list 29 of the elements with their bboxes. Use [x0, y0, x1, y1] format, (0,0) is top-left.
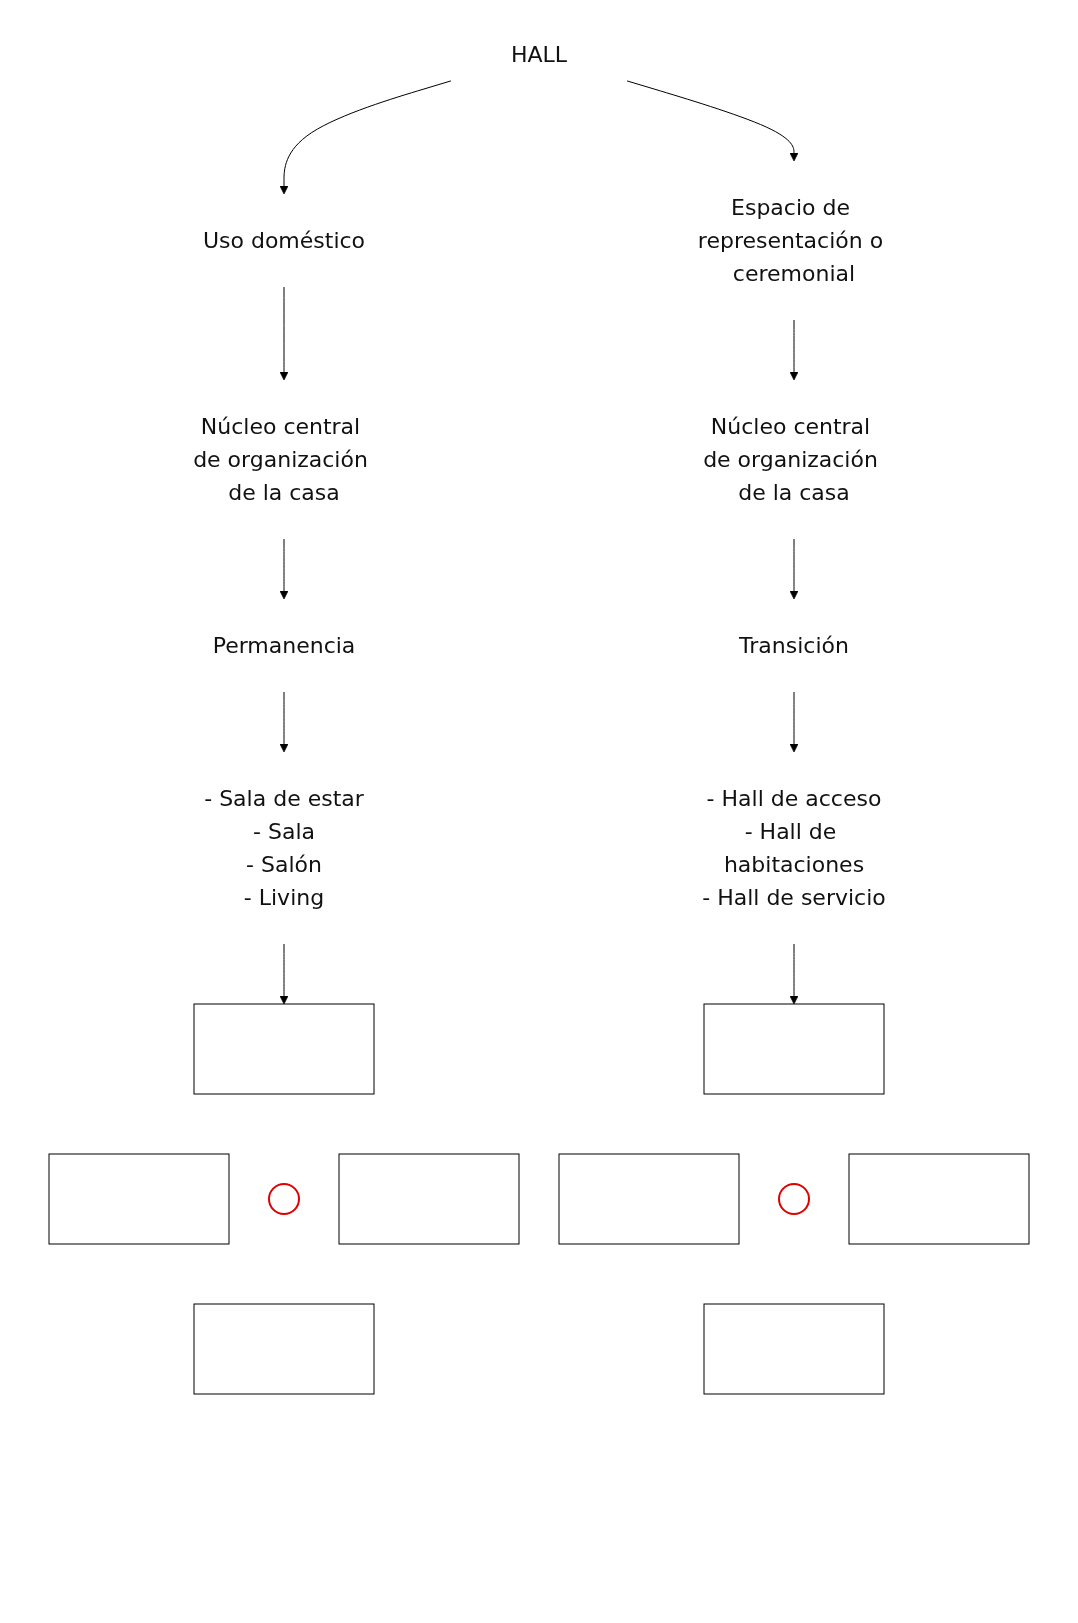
node-circle: [778, 1183, 810, 1215]
node-text: - Sala de estar - Sala - Salón - Living: [204, 786, 364, 910]
node-text: Permanencia: [212, 633, 356, 658]
arrow: [789, 943, 799, 1005]
arrow: [279, 943, 289, 1005]
node-box: [193, 1003, 375, 1095]
arrow: [789, 691, 799, 753]
arrow: [279, 538, 289, 600]
node-box: [848, 1153, 1030, 1245]
node-circle: [268, 1183, 300, 1215]
arrow: [789, 538, 799, 600]
node-box: [193, 1303, 375, 1395]
node-box: [703, 1303, 885, 1395]
node-box: [558, 1153, 740, 1245]
arrow: [789, 319, 799, 381]
node-text: Transición: [739, 633, 849, 658]
arrow: [279, 286, 289, 381]
node-text: Espacio de representación o ceremonial: [697, 195, 884, 286]
node-text: Núcleo central de organización de la casa: [703, 414, 878, 505]
node-text: Núcleo central de organización de la casa: [193, 414, 368, 505]
arrow: [279, 80, 452, 195]
node-box: [48, 1153, 230, 1245]
node-text: HALL: [510, 42, 568, 67]
node-text: Uso doméstico: [202, 228, 366, 253]
arrow: [279, 691, 289, 753]
arrow: [626, 80, 799, 162]
node-box: [703, 1003, 885, 1095]
node-box: [338, 1153, 520, 1245]
node-text: - Hall de acceso - Hall de habitaciones - Hall de servicio: [702, 786, 886, 910]
